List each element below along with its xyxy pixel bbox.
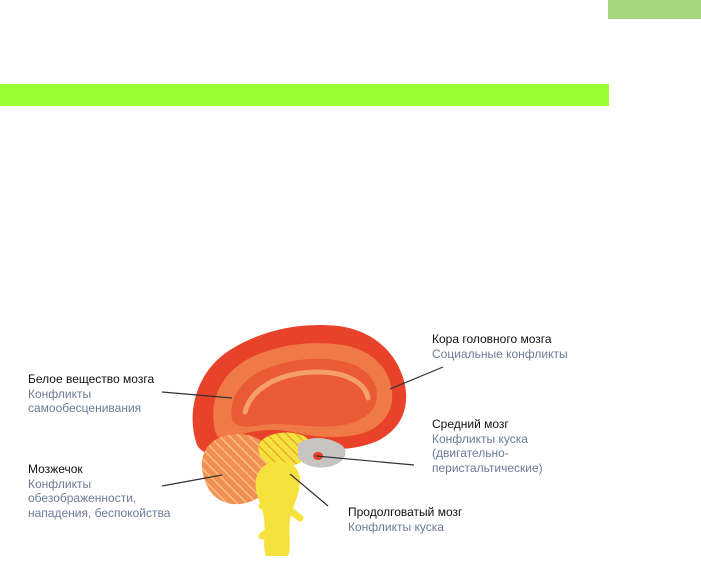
label-white-matter: Белое вещество мозга Конфликты самообесц… — [28, 372, 154, 416]
label-white-matter-title: Белое вещество мозга — [28, 372, 155, 386]
label-midbrain-sub-2: (двигательно- — [432, 446, 509, 460]
diencephalon-region — [298, 438, 346, 468]
label-midbrain: Средний мозг Конфликты куска (двигательн… — [432, 417, 543, 475]
leader-line-midbrain — [315, 455, 415, 466]
label-medulla: Продолговатый мозг Конфликты куска — [348, 505, 462, 534]
label-midbrain-sub-1: Конфликты куска — [432, 431, 528, 446]
leader-line-white-matter — [161, 391, 233, 399]
label-white-matter-sub-2: самообесценивания — [28, 401, 142, 415]
label-cerebellum-sub-1: Конфликты — [28, 476, 92, 491]
midbrain-region — [258, 432, 310, 468]
label-cerebellum-sub-2: обезображенности, — [28, 491, 137, 505]
label-cerebellum-sub-3: нападения, беспокойства — [28, 505, 171, 520]
leader-line-cerebellum — [161, 474, 223, 487]
header-green-bar — [0, 84, 609, 106]
label-midbrain-title: Средний мозг — [432, 417, 509, 431]
leader-line-cortex — [389, 366, 444, 390]
label-cerebellum-title: Мозжечок — [28, 462, 83, 476]
label-midbrain-sub-3: перистальтические) — [432, 460, 543, 475]
brainstem-notch — [258, 496, 304, 540]
label-cortex-sub-1: Социальные конфликты — [432, 346, 568, 361]
label-cortex: Кора головного мозга Социальные конфликт… — [432, 332, 568, 361]
corpus-callosum — [242, 369, 371, 415]
leader-line-medulla — [289, 473, 329, 507]
label-cerebellum: Мозжечок Конфликты обезображенности, нап… — [28, 462, 170, 520]
label-white-matter-sub-1: Конфликты — [28, 386, 92, 401]
label-medulla-sub-1: Конфликты куска — [348, 519, 444, 534]
label-medulla-title: Продолговатый мозг — [348, 505, 463, 519]
label-cortex-title: Кора головного мозга — [432, 332, 552, 346]
corner-accent-block — [608, 0, 701, 19]
